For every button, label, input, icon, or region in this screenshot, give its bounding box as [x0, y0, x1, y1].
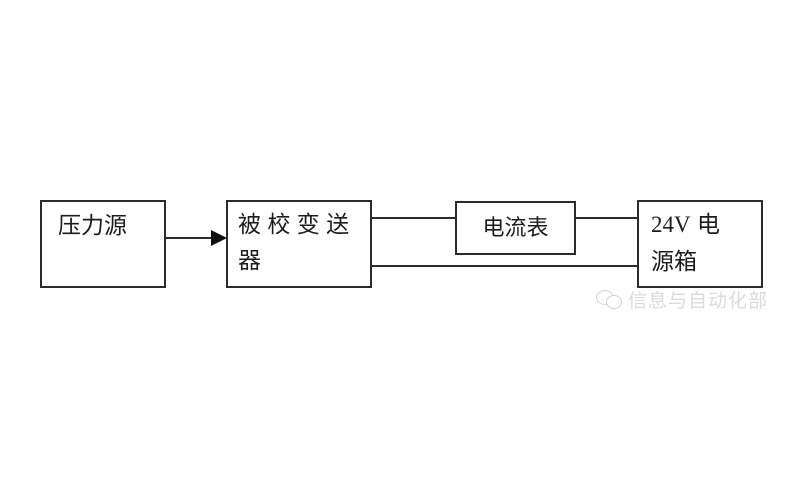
- block-power-supply-text: 24V 电 源箱: [651, 206, 720, 279]
- connector-transmitter-to-power: [372, 265, 638, 267]
- arrowhead-icon: [211, 230, 227, 246]
- watermark-text: 信息与自动化部: [628, 291, 769, 312]
- connector-source-to-transmitter: [166, 237, 214, 239]
- block-power-supply[interactable]: 24V 电 源箱: [637, 200, 763, 288]
- watermark: 信息与自动化部: [596, 286, 768, 313]
- wechat-logo-icon: [596, 289, 622, 311]
- block-power-supply-label: 电 源箱: [651, 211, 721, 274]
- block-transmitter-label: 被 校 变 送 器: [238, 211, 350, 273]
- connector-transmitter-to-ammeter: [372, 217, 456, 219]
- block-ammeter[interactable]: 电流表: [455, 201, 576, 255]
- block-ammeter-label: 电流表: [482, 215, 549, 240]
- block-pressure-source[interactable]: 压力源: [40, 200, 166, 288]
- connector-ammeter-to-power: [575, 217, 638, 219]
- block-power-supply-voltage: 24V: [651, 212, 691, 237]
- block-transmitter[interactable]: 被 校 变 送 器: [226, 200, 372, 288]
- block-pressure-source-label: 压力源: [58, 212, 127, 238]
